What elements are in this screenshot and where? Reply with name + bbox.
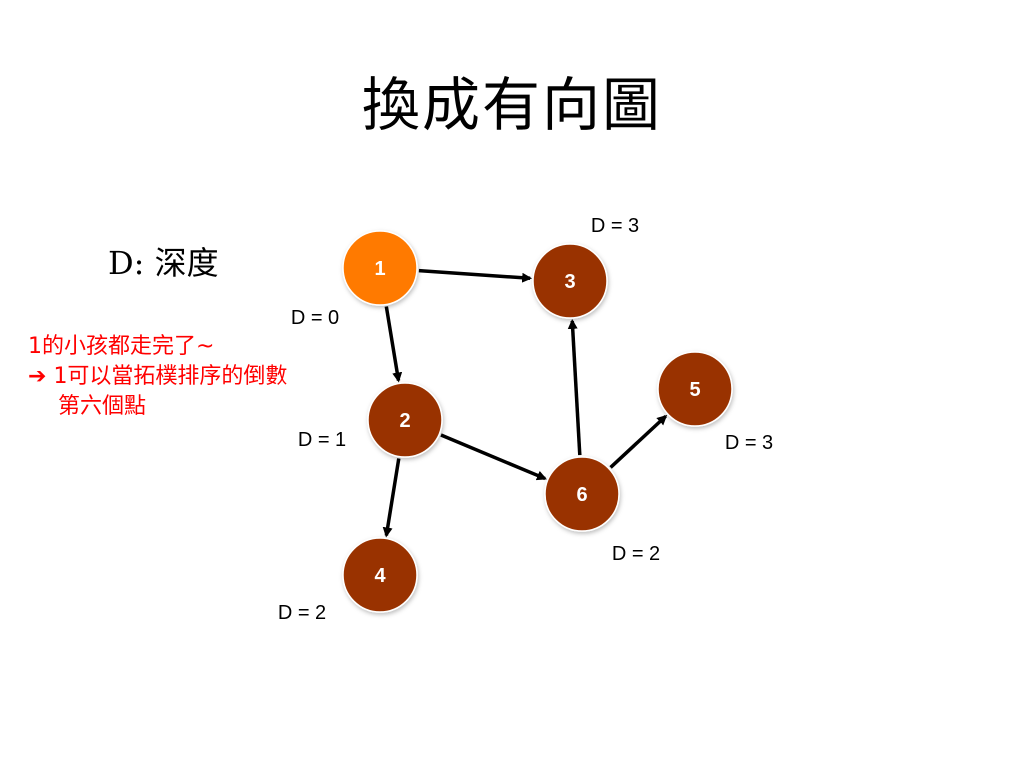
- node-5-circle: [657, 351, 733, 427]
- note-line-2: ➔ 1可以當拓樸排序的倒數: [28, 362, 287, 392]
- depth-label-node-2: D = 1: [298, 429, 346, 451]
- depth-label-node-3: D = 3: [591, 215, 639, 237]
- edge-2-to-6: [440, 433, 547, 481]
- edges-layer: [382, 268, 668, 538]
- arrow-right-icon: ➔: [28, 364, 47, 389]
- node-2-circle: [367, 382, 443, 458]
- edge-1-to-3: [418, 268, 533, 283]
- node-4: 4: [342, 537, 418, 613]
- node-4-label: 4: [374, 565, 386, 587]
- slide-title: 換成有向圖: [361, 71, 662, 139]
- depth-legend: D: 深度: [108, 244, 219, 282]
- node-5: 5: [657, 351, 733, 427]
- node-6: 6: [544, 456, 620, 532]
- node-1: 1: [342, 230, 418, 306]
- red-note: 1的小孩都走完了~ ➔ 1可以當拓樸排序的倒數 第六個點: [28, 332, 287, 422]
- node-6-circle: [544, 456, 620, 532]
- node-3-label: 3: [564, 271, 575, 293]
- edge-2-to-4: [382, 458, 401, 538]
- note-line-3: 第六個點: [58, 394, 147, 419]
- node-3-circle: [532, 243, 608, 319]
- edge-6-to-5: [609, 414, 668, 469]
- edge-6-to-3: [567, 318, 582, 456]
- node-3: 3: [532, 243, 608, 319]
- node-1-circle: [342, 230, 418, 306]
- depth-label-node-1: D = 0: [291, 307, 339, 329]
- edge-1-to-2: [384, 306, 403, 383]
- note-line-1: 1的小孩都走完了~: [28, 334, 215, 359]
- note-line-2-text: 1可以當拓樸排序的倒數: [53, 364, 288, 389]
- node-6-label: 6: [576, 484, 587, 506]
- node-1-label: 1: [374, 258, 385, 280]
- depth-label-node-6: D = 2: [612, 543, 660, 565]
- depth-labels-layer: D = 0 D = 1 D = 3 D = 2 D = 3 D = 2: [278, 215, 773, 624]
- node-4-circle: [342, 537, 418, 613]
- node-2: 2: [367, 382, 443, 458]
- nodes-layer: 1 2 3 4 5 6: [342, 230, 733, 613]
- depth-label-node-4: D = 2: [278, 602, 326, 624]
- node-2-label: 2: [399, 410, 410, 432]
- node-5-label: 5: [689, 379, 700, 401]
- depth-label-node-5: D = 3: [725, 432, 773, 454]
